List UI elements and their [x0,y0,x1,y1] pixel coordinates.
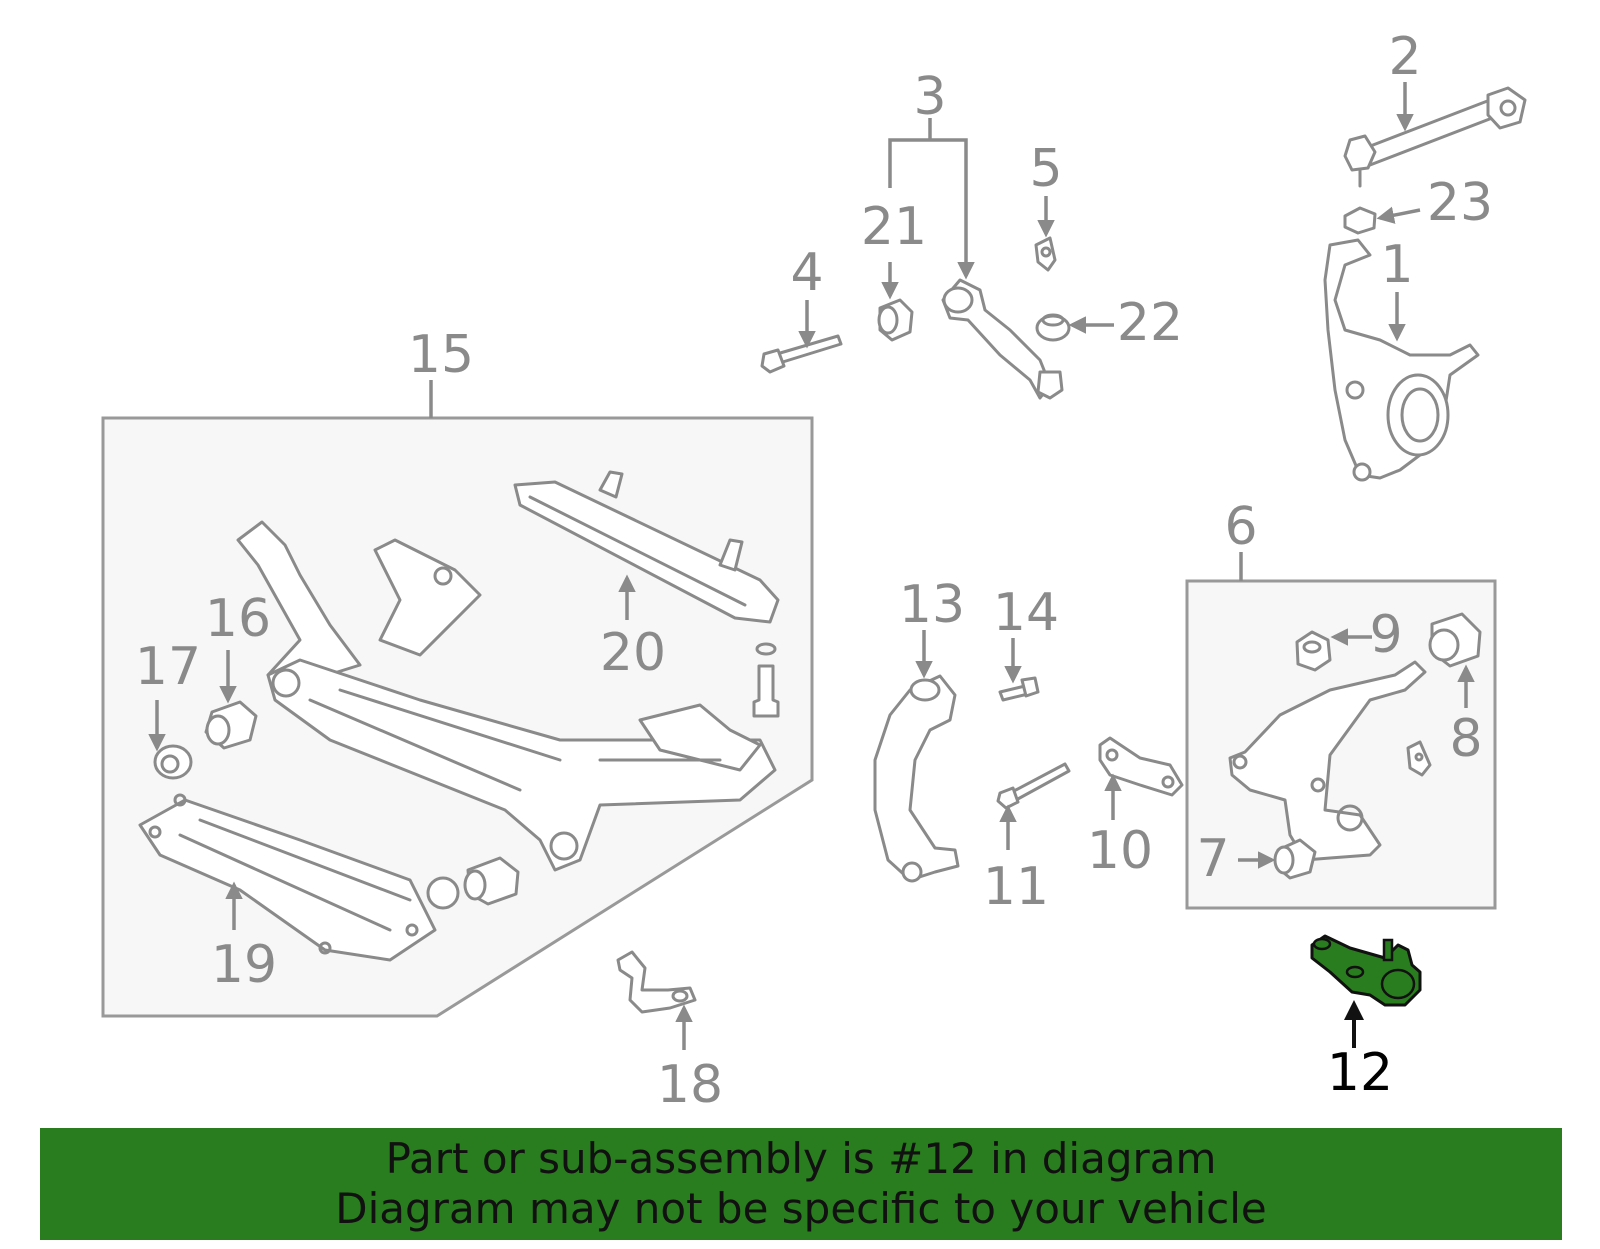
callout-4: 4 [790,243,823,303]
part-20-crossmember[interactable] [513,470,780,624]
callout-23-arrow [1376,206,1421,224]
callout-6: 6 [1224,497,1257,557]
part-6-lower-arm[interactable] [1228,660,1427,862]
callout-5: 5 [1029,139,1062,199]
part-9-nut[interactable] [1295,630,1332,672]
part-11-bolt[interactable] [996,762,1071,810]
callout-14: 14 [993,583,1059,643]
part-10-bracket[interactable] [1098,736,1184,797]
part-14-bolt[interactable] [998,676,1040,702]
callout-23: 23 [1427,173,1493,233]
subframe-bolt[interactable] [752,642,780,718]
subframe-rear-bushing[interactable] [426,856,520,910]
callout-2: 2 [1388,27,1421,87]
callout-15: 15 [408,325,474,385]
part-2-upper-arm[interactable] [1343,86,1527,188]
part-13-arm[interactable] [873,674,960,883]
callout-12: 12 [1327,1043,1393,1103]
callout-1: 1 [1380,235,1413,295]
part-23-nut[interactable] [1343,206,1377,235]
callout-17: 17 [135,637,201,697]
part-1-knuckle[interactable] [1323,238,1480,482]
part-12-ball-joint[interactable] [1310,934,1422,1007]
part-5-clip[interactable] [1034,236,1057,272]
callout-13: 13 [899,575,965,635]
callout-20: 20 [600,623,666,683]
callout-18: 18 [657,1055,723,1115]
info-banner: Part or sub-assembly is #12 in diagram D… [40,1128,1562,1240]
callout-3-bracket [888,138,975,280]
callout-8: 8 [1449,709,1482,769]
callout-7: 7 [1196,829,1229,889]
part-16-bushing[interactable] [204,700,258,750]
part-3-arm[interactable] [941,278,1064,400]
arm-clip[interactable] [1406,740,1432,777]
callout-3: 3 [913,67,946,127]
callout-22: 22 [1117,293,1183,353]
part-17-washer[interactable] [153,744,193,780]
part-7-bushing[interactable] [1273,838,1317,880]
callout-11: 11 [983,857,1049,917]
part-18-bracket[interactable] [616,950,697,1014]
callout-21: 21 [861,197,927,257]
part-4-bolt[interactable] [760,334,843,374]
banner-line-1: Part or sub-assembly is #12 in diagram [385,1134,1217,1183]
part-21-bushing[interactable] [877,298,914,342]
callout-10: 10 [1087,821,1153,881]
callout-19: 19 [211,935,277,995]
callout-16: 16 [205,589,271,649]
part-19-plate[interactable] [138,793,437,962]
part-15-subframe[interactable] [236,520,777,872]
part-22-nut[interactable] [1035,313,1071,342]
part-8-bushing[interactable] [1428,612,1482,668]
banner-line-2: Diagram may not be specific to your vehi… [335,1184,1267,1233]
callout-9: 9 [1369,605,1402,665]
